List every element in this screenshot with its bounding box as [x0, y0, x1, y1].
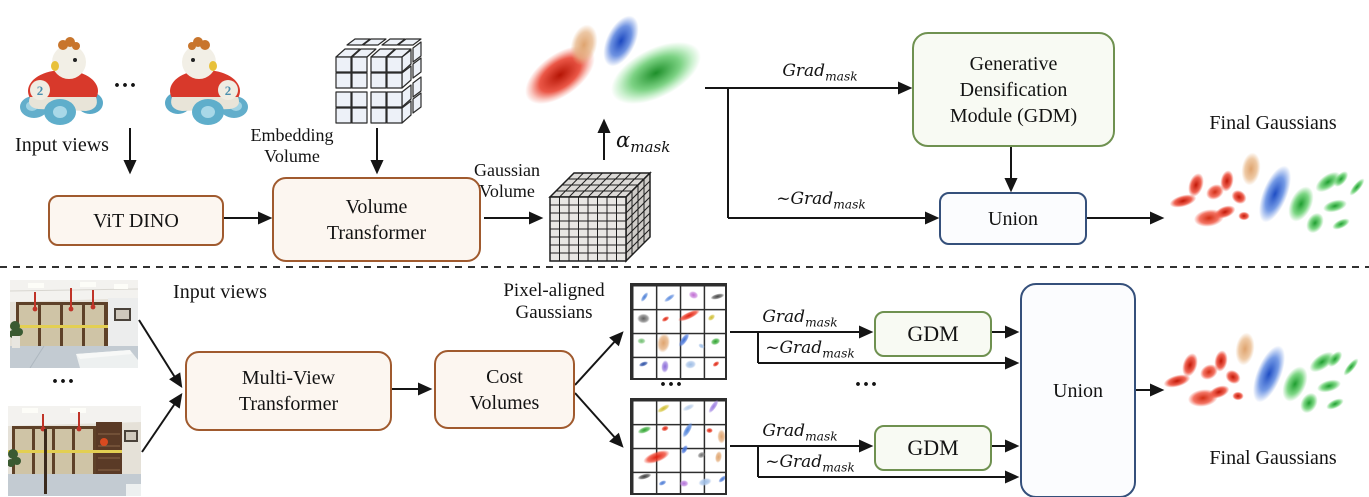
embedding-volume-label: Embedding Volume [250, 125, 334, 166]
union-box-bottom: Union [1020, 283, 1136, 497]
gdm-box-top: Generative Densification Module (GDM) [912, 32, 1115, 147]
union-box-top: Union [939, 192, 1087, 245]
final-gaussians-image-bottom [1152, 318, 1369, 440]
grad-mask-label-row1: Gradmask [762, 307, 838, 330]
vit-dino-box: ViT DINO [48, 195, 224, 246]
grad-mask-label-top: Gradmask [782, 61, 858, 84]
ellipsis-grids: ... [660, 366, 684, 392]
final-gaussians-label-top: Final Gaussians [1209, 112, 1337, 134]
gdm-box-row1: GDM [874, 311, 992, 357]
embedding-volume-image [335, 38, 422, 124]
toy-input-view-1-image: 2 [20, 37, 103, 125]
not-grad-mask-label-row1: ~Gradmask [765, 338, 855, 361]
not-grad-mask-label-row2: ~Gradmask [765, 452, 855, 475]
volume-transformer-box: Volume Transformer [272, 177, 481, 262]
cost-volumes-box: Cost Volumes [434, 350, 575, 429]
final-gaussians-label-bottom: Final Gaussians [1209, 447, 1337, 469]
final-gaussians-image-top [1158, 138, 1369, 262]
ellipsis-gdm-rows: ... [855, 366, 879, 392]
svg-text:2: 2 [225, 83, 232, 98]
toy-input-view-2-image: 2 [165, 37, 248, 125]
pixel-gaussians-grid-2 [630, 398, 727, 495]
alpha-mask-label: αmask [616, 128, 671, 157]
grad-mask-label-row2: Gradmask [762, 421, 838, 444]
gaussian-volume-image [548, 171, 652, 263]
not-grad-mask-label-top: ~Gradmask [776, 189, 866, 212]
input-views-label-top: Input views [15, 134, 109, 156]
ellipsis-top-views: ... [114, 67, 138, 93]
pixel-gaussians-grid-1 [630, 283, 727, 380]
multi-view-transformer-box: Multi-View Transformer [185, 351, 392, 431]
room-input-view-2-image [8, 406, 141, 496]
svg-text:2: 2 [37, 83, 44, 98]
ellipsis-bottom-views: ... [52, 363, 76, 389]
input-views-label-bottom: Input views [173, 281, 267, 303]
gaussian-volume-label: Gaussian Volume [474, 160, 540, 201]
pixel-aligned-gaussians-label: Pixel-aligned Gaussians [503, 280, 605, 323]
room-input-view-1-image [10, 280, 138, 368]
gdm-box-row2: GDM [874, 425, 992, 471]
